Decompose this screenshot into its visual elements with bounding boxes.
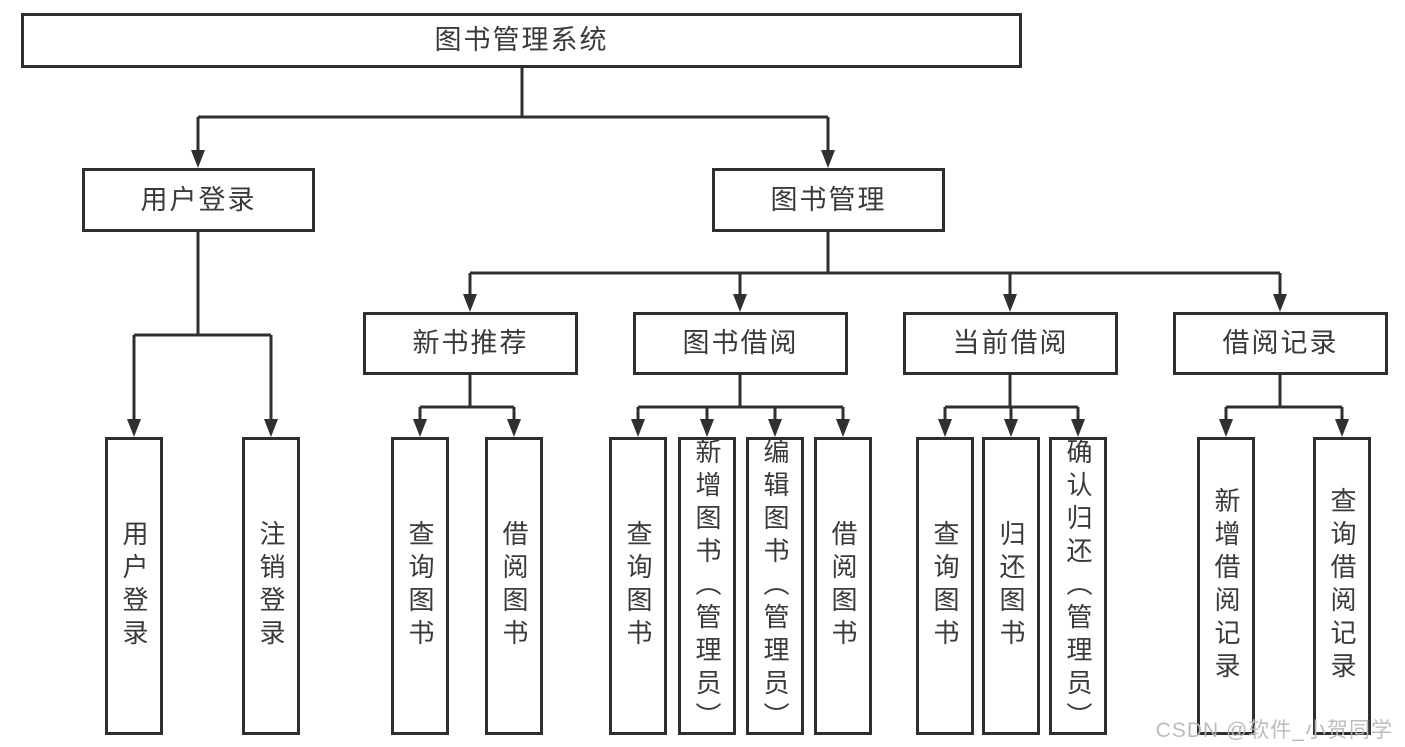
leaf-return-books: 归还图书 [982,437,1040,735]
leaf-add-book-admin-label: 新增图书（管理员） [692,437,722,735]
node-section-book-borrow-label: 图书借阅 [682,328,799,358]
leaf-borrow-books-newbooks-label: 借阅图书 [499,520,529,652]
leaf-confirm-return-admin: 确认归还（管理员） [1049,437,1107,735]
node-section-borrow-records-label: 借阅记录 [1222,328,1339,358]
connector-bookmgmt-to-sections [468,232,1282,298]
csdn-watermark: CSDN @软件_小贺同学 [1155,719,1393,742]
node-section-current-borrow-label: 当前借阅 [952,328,1069,358]
leaf-add-borrow-record: 新增借阅记录 [1197,437,1255,735]
leaf-query-books-current-label: 查询图书 [930,520,960,652]
node-book-mgmt-branch: 图书管理 [712,168,945,232]
leaf-query-books-borrow: 查询图书 [609,437,667,735]
node-section-book-borrow: 图书借阅 [633,312,848,375]
leaf-borrow-books-borrow-label: 借阅图书 [828,520,858,652]
leaf-query-borrow-record-label: 查询借阅记录 [1327,487,1357,685]
leaf-user-login: 用户登录 [105,437,163,735]
node-section-current-borrow: 当前借阅 [903,312,1118,375]
leaf-borrow-books-borrow: 借阅图书 [814,437,872,735]
leaf-return-books-label: 归还图书 [996,520,1026,652]
leaf-query-books-newbooks: 查询图书 [391,437,449,735]
leaf-logout: 注销登录 [242,437,300,735]
node-user-login-branch-label: 用户登录 [140,184,257,215]
leaf-add-borrow-record-label: 新增借阅记录 [1211,487,1241,685]
leaf-query-books-borrow-label: 查询图书 [623,520,653,652]
leaf-query-borrow-record: 查询借阅记录 [1313,437,1371,735]
leaf-user-login-label: 用户登录 [119,520,149,652]
connector-records-to-leaves [1224,375,1344,423]
connector-newbooks-to-leaves [418,375,516,423]
node-section-new-books: 新书推荐 [363,312,578,375]
connector-bookborrow-to-leaves [636,375,845,423]
leaf-logout-label: 注销登录 [256,520,286,652]
node-root: 图书管理系统 [21,13,1022,68]
connector-currentborrow-to-leaves [943,375,1080,423]
connector-root-to-branches [196,68,830,152]
node-book-mgmt-branch-label: 图书管理 [770,184,887,215]
node-section-new-books-label: 新书推荐 [412,328,529,358]
node-root-label: 图书管理系统 [434,25,609,55]
leaf-borrow-books-newbooks: 借阅图书 [485,437,543,735]
leaf-query-books-newbooks-label: 查询图书 [405,520,435,652]
leaf-edit-book-admin-label: 编辑图书（管理员） [760,437,790,735]
leaf-query-books-current: 查询图书 [916,437,974,735]
node-user-login-branch: 用户登录 [82,168,315,232]
arrowheads [127,150,1349,437]
leaf-confirm-return-admin-label: 确认归还（管理员） [1063,437,1093,735]
node-section-borrow-records: 借阅记录 [1173,312,1388,375]
leaf-add-book-admin: 新增图书（管理员） [678,437,736,735]
connector-userlogin-to-leaves [132,232,273,423]
leaf-edit-book-admin: 编辑图书（管理员） [746,437,804,735]
